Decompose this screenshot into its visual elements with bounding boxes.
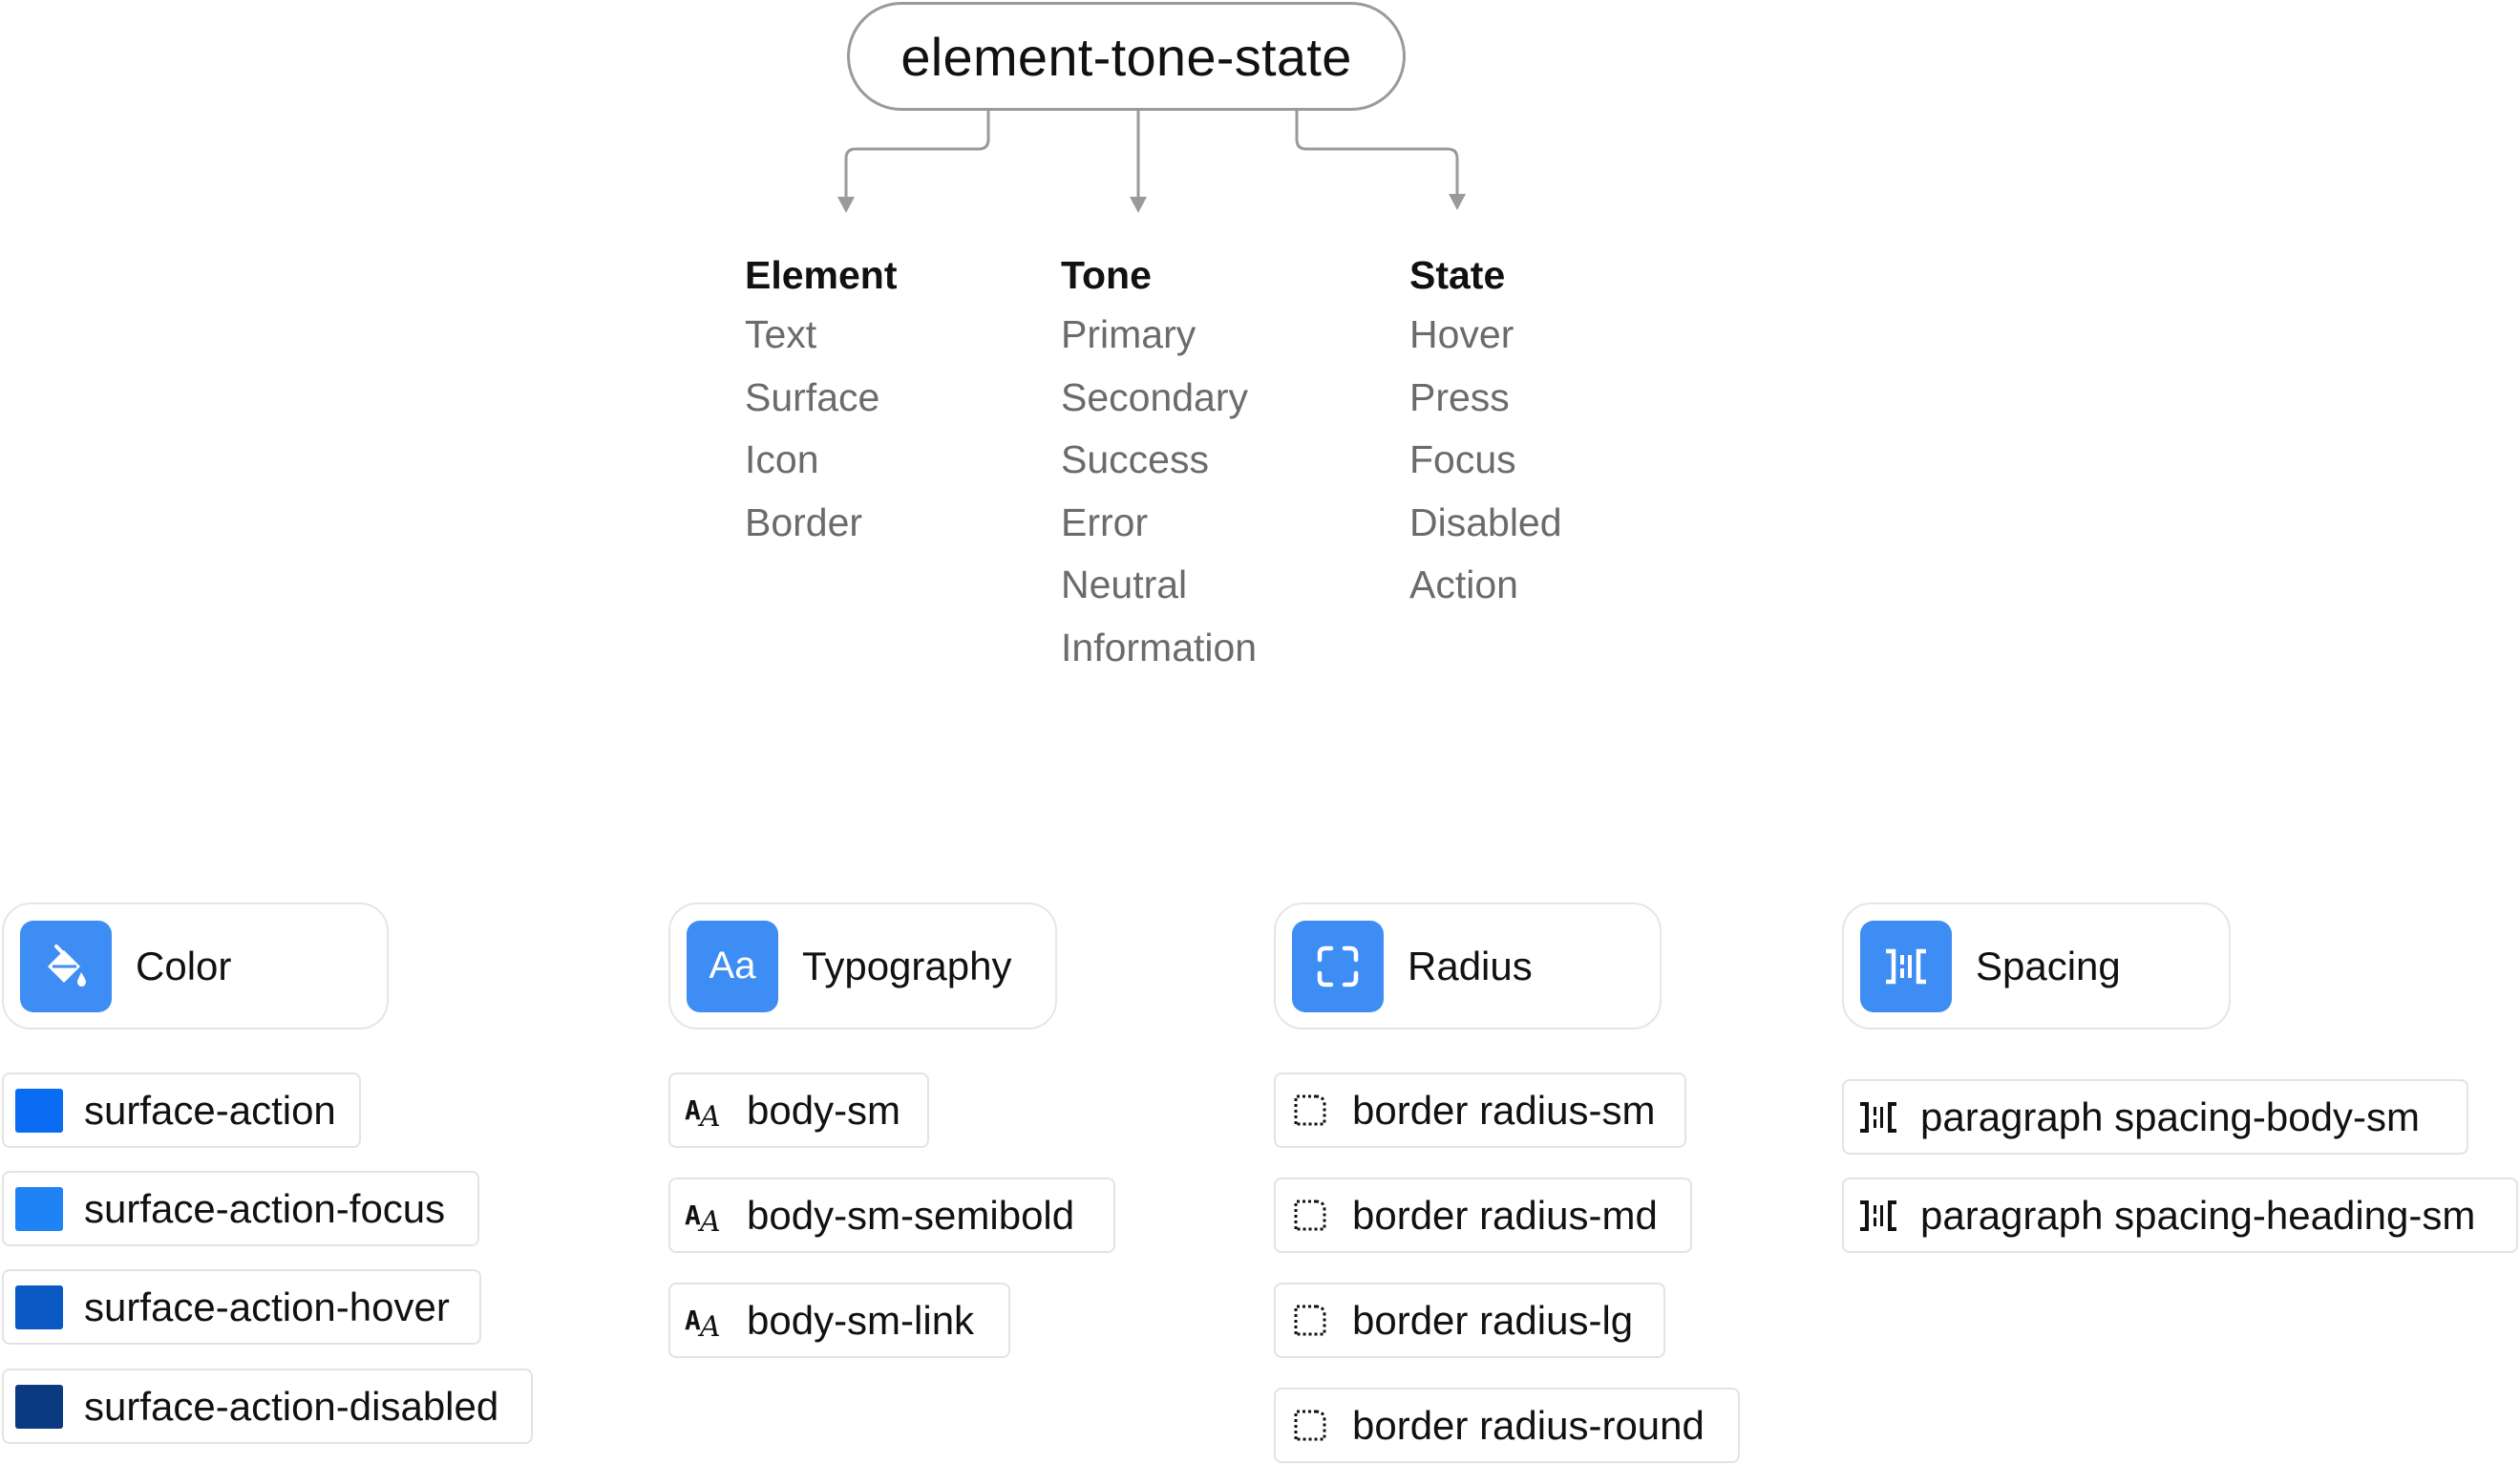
root-pill: element-tone-state <box>847 2 1406 111</box>
connector-element <box>844 98 990 199</box>
arrowhead-element <box>837 197 855 213</box>
column-item: Error <box>1061 499 1149 544</box>
column-item: Disabled <box>1409 499 1562 544</box>
token-chip-radius: border radius-sm <box>1274 1072 1686 1148</box>
column-heading: State <box>1409 253 1506 297</box>
column-state: State Hover Press Focus Disabled Action <box>1409 246 1562 617</box>
column-item: Hover <box>1409 312 1514 356</box>
spacing-icon <box>1860 920 1952 1012</box>
token-chip-radius: border radius-md <box>1274 1178 1692 1253</box>
color-swatch <box>15 1088 63 1133</box>
category-radius: Radius <box>1274 902 1662 1030</box>
column-item: Primary <box>1061 312 1196 356</box>
category-label: Spacing <box>1976 943 2121 988</box>
token-label: surface-action-focus <box>84 1185 446 1231</box>
token-label: surface-action-hover <box>84 1284 450 1329</box>
token-label: border radius-sm <box>1352 1087 1656 1133</box>
arrowhead-tone <box>1130 197 1147 213</box>
color-swatch <box>15 1186 63 1231</box>
column-item: Surface <box>745 374 880 419</box>
column-item: Focus <box>1409 437 1516 481</box>
paragraph-spacing-icon <box>1857 1197 1899 1235</box>
token-label: body-sm-link <box>747 1297 975 1343</box>
column-item: Neutral <box>1061 563 1188 606</box>
radius-icon <box>1292 920 1384 1012</box>
column-item: Secondary <box>1061 374 1249 419</box>
category-label: Color <box>136 943 232 988</box>
token-label: surface-action-disabled <box>84 1383 499 1429</box>
column-item: Border <box>745 499 863 544</box>
svg-text:A: A <box>685 1094 701 1126</box>
paragraph-spacing-icon <box>1857 1098 1899 1136</box>
token-label: body-sm-semibold <box>747 1192 1075 1238</box>
column-heading: Tone <box>1061 253 1152 297</box>
token-label: paragraph spacing-body-sm <box>1920 1093 2420 1139</box>
column-item: Press <box>1409 374 1510 419</box>
arrowhead-state <box>1449 194 1466 210</box>
text-style-icon: A A <box>684 1197 726 1235</box>
color-swatch <box>15 1384 63 1429</box>
column-heading: Element <box>745 253 898 297</box>
column-element: Element Text Surface Icon Border <box>745 246 898 554</box>
color-swatch <box>15 1285 63 1329</box>
svg-text:A: A <box>697 1310 721 1340</box>
token-label: border radius-lg <box>1352 1297 1634 1343</box>
text-style-icon: A A <box>684 1302 726 1340</box>
column-item: Action <box>1409 563 1518 606</box>
token-chip-typography: A A body-sm-semibold <box>668 1178 1115 1253</box>
svg-text:A: A <box>685 1305 701 1336</box>
svg-text:A: A <box>685 1200 701 1231</box>
typography-icon: Aa <box>687 920 778 1012</box>
token-label: border radius-md <box>1352 1192 1658 1238</box>
text-style-icon: A A <box>684 1092 726 1130</box>
token-label: paragraph spacing-heading-sm <box>1920 1192 2476 1238</box>
category-typography: Aa Typography <box>668 902 1057 1030</box>
token-chip-typography: A A body-sm-link <box>668 1283 1010 1358</box>
category-label: Radius <box>1408 943 1533 988</box>
token-chip-color: surface-action-focus <box>2 1171 479 1246</box>
corner-radius-icon <box>1289 1197 1331 1235</box>
token-chip-radius: border radius-round <box>1274 1388 1740 1463</box>
column-item: Success <box>1061 437 1209 481</box>
token-chip-typography: A A body-sm <box>668 1072 929 1148</box>
column-item: Icon <box>745 437 819 481</box>
token-label: surface-action <box>84 1087 336 1133</box>
corner-radius-icon <box>1289 1092 1331 1130</box>
corner-radius-icon <box>1289 1302 1331 1340</box>
token-chip-color: surface-action <box>2 1072 361 1148</box>
token-chip-color: surface-action-disabled <box>2 1369 533 1444</box>
svg-text:A: A <box>697 1100 721 1130</box>
category-label: Typography <box>802 943 1012 988</box>
corner-radius-icon <box>1289 1407 1331 1445</box>
token-label: border radius-round <box>1352 1402 1705 1448</box>
paint-bucket-icon <box>20 920 112 1012</box>
column-item: Text <box>745 312 817 356</box>
svg-text:A: A <box>697 1205 721 1235</box>
token-chip-color: surface-action-hover <box>2 1269 481 1345</box>
connector-state <box>1295 98 1459 196</box>
category-color: Color <box>2 902 389 1030</box>
column-item: Information <box>1061 625 1258 669</box>
token-chip-radius: border radius-lg <box>1274 1283 1665 1358</box>
token-label: body-sm <box>747 1087 901 1133</box>
column-tone: Tone Primary Secondary Success Error Neu… <box>1061 246 1257 679</box>
token-chip-spacing: paragraph spacing-body-sm <box>1842 1079 2468 1155</box>
token-chip-spacing: paragraph spacing-heading-sm <box>1842 1178 2518 1253</box>
category-spacing: Spacing <box>1842 902 2231 1030</box>
root-label: element-tone-state <box>900 26 1352 87</box>
